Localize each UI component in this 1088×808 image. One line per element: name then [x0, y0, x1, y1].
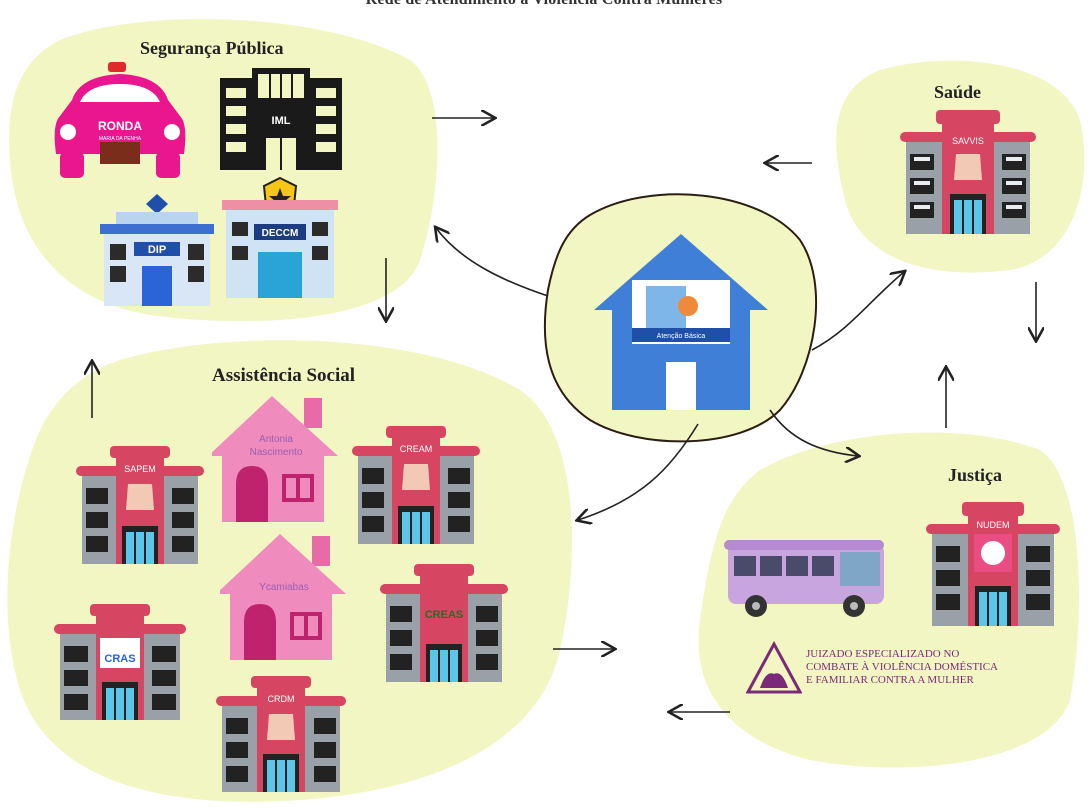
creas-building-icon: CREAS: [380, 564, 508, 682]
iml-building-icon: IML: [220, 68, 342, 170]
atencao-basica-label: Atenção Básica: [657, 333, 706, 340]
cras-label: CRAS: [104, 653, 135, 665]
iml-label: IML: [272, 115, 291, 127]
crdm-building-icon: CRDM: [216, 676, 346, 792]
ycamiabas-house-icon: Ycamiabas: [220, 534, 346, 660]
bus-icon: [724, 540, 884, 617]
ycamiabas-label: Ycamiabas: [259, 582, 308, 593]
juizado-logo-icon: [746, 640, 802, 694]
curve-to-seg: [436, 228, 549, 297]
deccm-building-icon: DECCM: [222, 176, 338, 298]
juizado-line-3: e familiar contra a mulher: [806, 674, 974, 686]
sapem-building-icon: SAPEM: [76, 446, 204, 564]
page-title: Rede de Atendimento à Violência Contra M…: [0, 0, 1088, 9]
dip-building-icon: DIP: [100, 194, 214, 306]
cras-building-icon: CRAS: [54, 604, 186, 720]
crdm-label: CRDM: [268, 694, 295, 704]
curve-to-saude: [811, 272, 904, 351]
creas-label: CREAS: [425, 609, 464, 621]
title-seguranca: Segurança Pública: [140, 38, 284, 58]
nudem-label: NUDEM: [977, 520, 1010, 530]
curve-to-just: [769, 409, 858, 456]
juizado-line-2: combate à violência doméstica: [806, 661, 998, 673]
dip-label: DIP: [148, 244, 166, 256]
antonia-label-1: Antonia: [259, 434, 293, 445]
title-assistencia: Assistência Social: [212, 365, 356, 386]
ronda-sub: MARIA DA PENHA: [99, 136, 142, 142]
sapem-label: SAPEM: [124, 464, 156, 474]
title-justica: Justiça: [948, 465, 1002, 485]
antonia-label-2: Nascimento: [250, 447, 303, 458]
deccm-label: DECCM: [262, 228, 299, 239]
cream-label: CREAM: [400, 444, 433, 454]
title-saude: Saúde: [934, 82, 982, 102]
juizado-text: Juizado especializado no combate à violê…: [806, 648, 998, 687]
atencao-basica-house-icon: Atenção Básica: [594, 234, 768, 410]
curve-to-assist: [578, 423, 699, 520]
nudem-building-icon: NUDEM: [926, 502, 1060, 626]
antonia-nascimento-house-icon: Antonia Nascimento: [212, 396, 338, 522]
cream-building-icon: CREAM: [352, 426, 480, 544]
ronda-car-icon: RONDA MARIA DA PENHA: [54, 62, 186, 178]
juizado-line-1: Juizado especializado no: [806, 648, 960, 660]
savvis-label: SAVVIS: [952, 136, 984, 146]
savvis-building-icon: SAVVIS: [900, 110, 1036, 234]
ronda-label: RONDA: [98, 119, 142, 133]
